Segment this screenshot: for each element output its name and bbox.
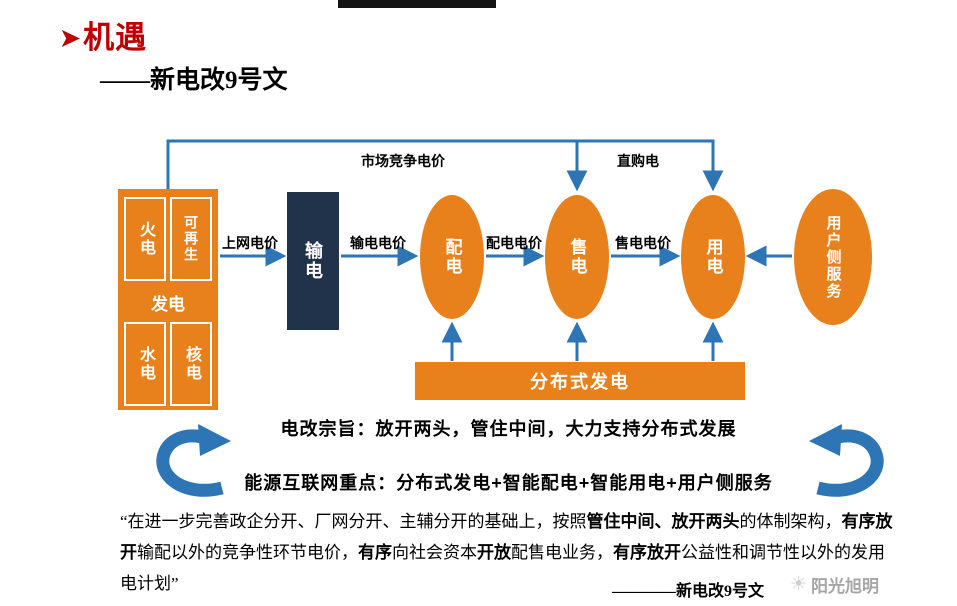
nuclear-power-box: 核电 [170, 322, 212, 406]
energy-internet-statement: 能源互联网重点：分布式发电+智能配电+智能用电+用户侧服务 [244, 473, 773, 493]
watermark-text: 阳光旭明 [811, 577, 880, 596]
direct-purchase-label: 直购电 [617, 153, 659, 169]
distribution-price-label: 配电电价 [486, 235, 542, 251]
reform-principle-statement: 电改宗旨：放开两头，管住中间，大力支持分布式发展 [280, 419, 737, 439]
hydro-power-box: 水电 [124, 322, 166, 406]
sales-label: 售电 [567, 238, 587, 276]
watermark: ☀ 阳光旭明 [790, 572, 879, 597]
sales-node: 售电 [545, 195, 609, 319]
sales-price-label: 售电电价 [615, 235, 671, 251]
user-side-service-node: 用户侧服务 [794, 189, 872, 325]
sun-logo-icon: ☀ [790, 574, 808, 595]
distribution-node: 配电 [420, 195, 484, 319]
top-crop-bar [338, 0, 496, 8]
page-title: ➤机遇 [60, 12, 147, 57]
use-label: 用电 [703, 238, 723, 276]
quote-attribution: ————新电改9号文 [612, 583, 765, 600]
policy-quote: “在进一步完善政企分开、厂网分开、主辅分开的基础上，按照管住中间、放开两头的体制… [120, 512, 893, 593]
distributed-generation-label: 分布式发电 [530, 372, 630, 392]
distribution-label: 配电 [442, 238, 462, 276]
market-price-label: 市场竞争电价 [361, 153, 445, 169]
use-node: 用电 [681, 195, 745, 319]
transmission-price-label: 输电电价 [350, 235, 406, 251]
transmission-label: 输电 [303, 241, 323, 281]
page-subtitle: ——新电改9号文 [100, 67, 288, 94]
arrow-bullet-icon: ➤ [60, 26, 82, 52]
transmission-box: 输电 [287, 192, 339, 330]
thermal-power-box: 火电 [124, 197, 166, 281]
title-text: 机遇 [83, 20, 148, 55]
grid-price-label: 上网电价 [222, 235, 278, 251]
distributed-generation-box: 分布式发电 [415, 362, 745, 400]
user-side-service-label: 用户侧服务 [824, 214, 842, 300]
generation-label: 发电 [151, 295, 185, 314]
renewable-power-box: 可再生 [170, 197, 212, 281]
